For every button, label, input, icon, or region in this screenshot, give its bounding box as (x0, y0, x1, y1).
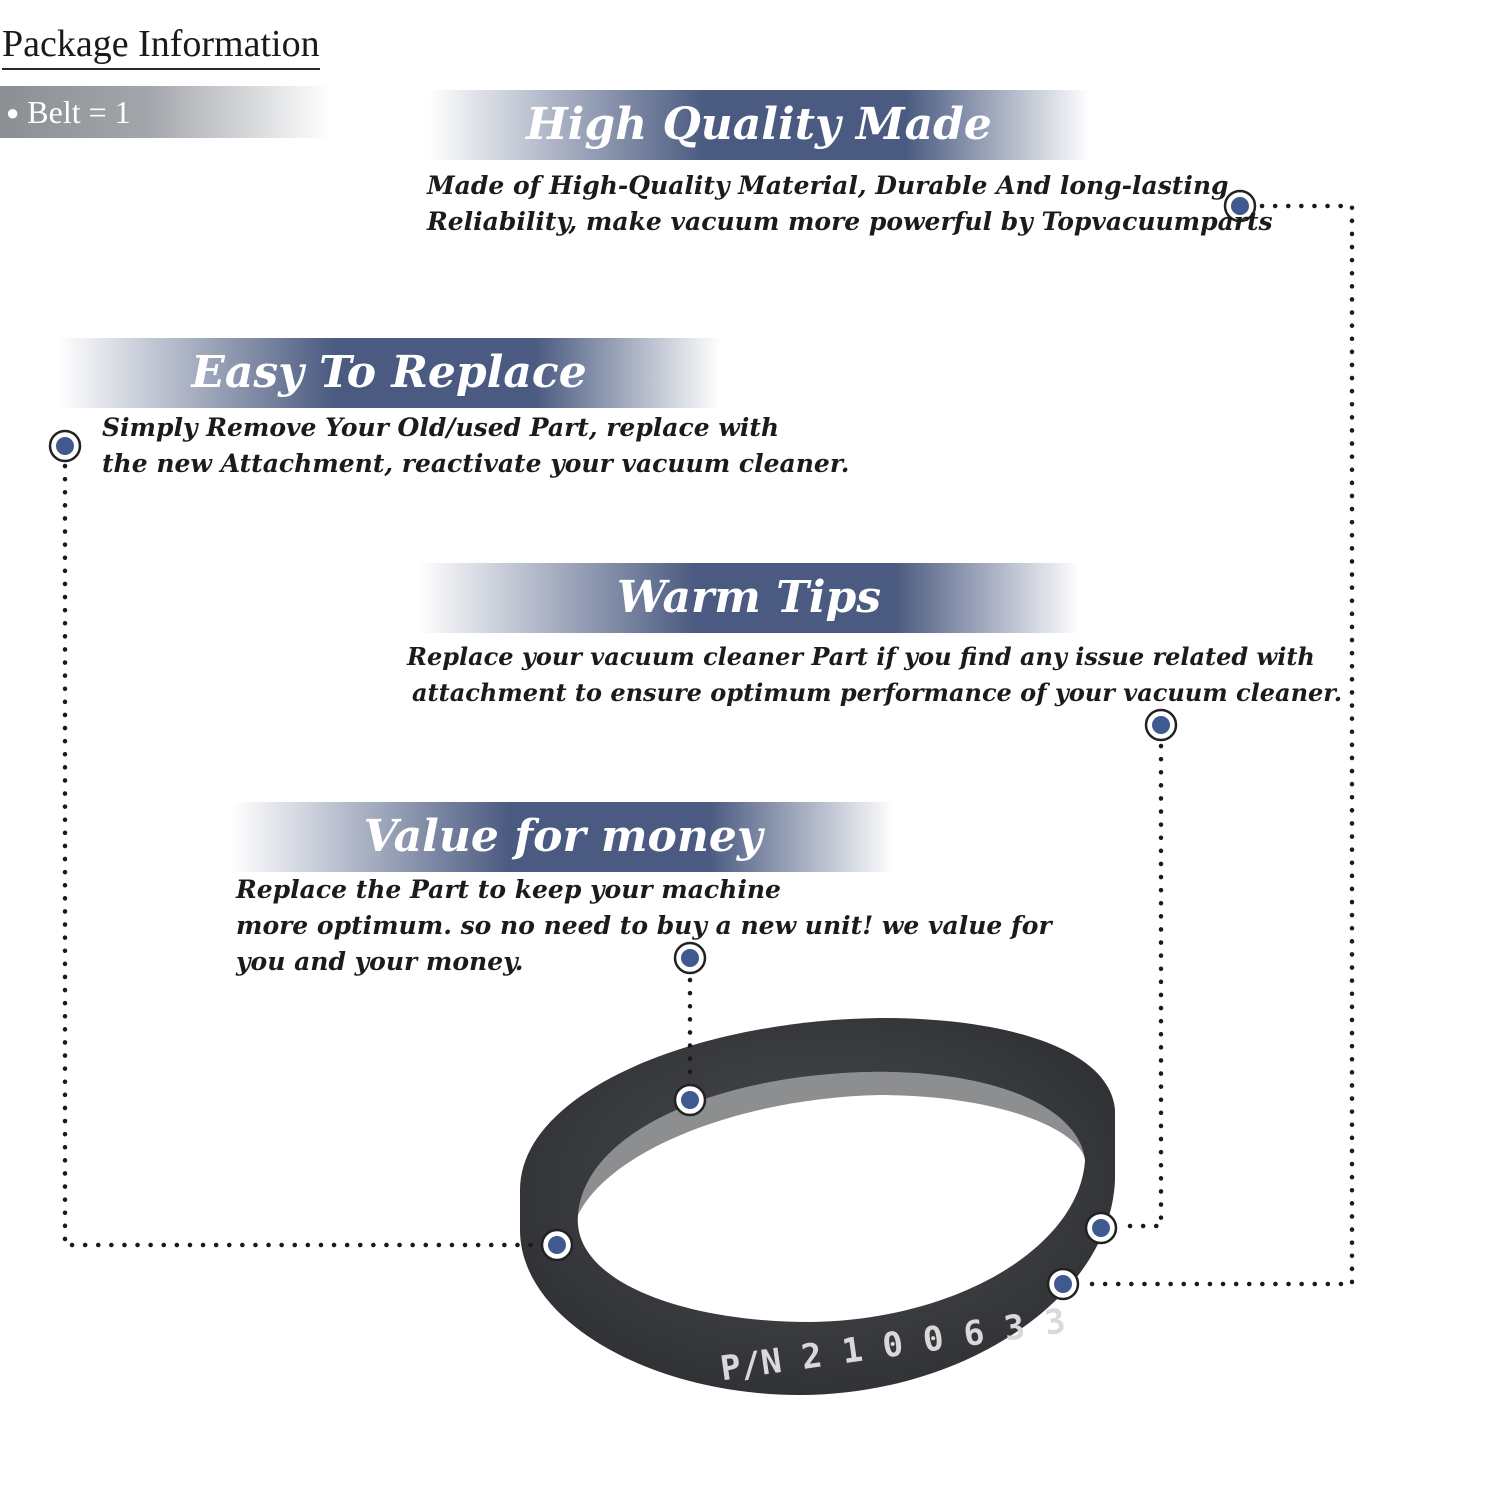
marker-icon (1144, 708, 1178, 742)
desc-value: Replace the Part to keep your machine mo… (236, 872, 1052, 980)
marker-icon (1046, 1267, 1080, 1301)
desc-line: Replace the Part to keep your machine (236, 875, 781, 904)
connector-high-quality (1081, 203, 1355, 1287)
markers (48, 189, 1257, 1301)
package-information-title: Package Information (2, 22, 320, 70)
desc-line: Reliability, make vacuum more powerful b… (427, 207, 1273, 236)
marker-icon (1084, 1211, 1118, 1245)
desc-warm-tips: Replace your vacuum cleaner Part if you … (407, 639, 1342, 711)
marker-icon (673, 941, 707, 975)
desc-line: attachment to ensure optimum performance… (412, 678, 1343, 707)
banner-high-quality: High Quality Made (428, 90, 1090, 160)
marker-icon (540, 1228, 574, 1262)
connector-lines (62, 203, 1355, 1287)
desc-line: Made of High-Quality Material, Durable A… (427, 171, 1229, 200)
vacuum-belt (520, 1018, 1115, 1395)
desc-line: the new Attachment, reactivate your vacu… (102, 449, 850, 478)
bullet-icon: ● (6, 100, 20, 125)
package-item-belt: ● Belt = 1 (0, 86, 330, 138)
marker-icon (1223, 189, 1257, 223)
banner-warm-tips: Warm Tips (418, 563, 1080, 633)
desc-high-quality: Made of High-Quality Material, Durable A… (427, 168, 1273, 240)
banner-easy-replace: Easy To Replace (58, 338, 720, 408)
desc-line: more optimum. so no need to buy a new un… (236, 911, 1052, 940)
marker-icon (48, 429, 82, 463)
desc-line: you and your money. (236, 947, 524, 976)
connector-warm-tips (1119, 743, 1164, 1229)
package-item-text: Belt = 1 (27, 94, 131, 130)
banner-value: Value for money (232, 802, 894, 872)
desc-easy-replace: Simply Remove Your Old/used Part, replac… (102, 410, 849, 482)
desc-line: Simply Remove Your Old/used Part, replac… (102, 413, 780, 442)
desc-line: Replace your vacuum cleaner Part if you … (407, 642, 1315, 671)
marker-icon (673, 1083, 707, 1117)
